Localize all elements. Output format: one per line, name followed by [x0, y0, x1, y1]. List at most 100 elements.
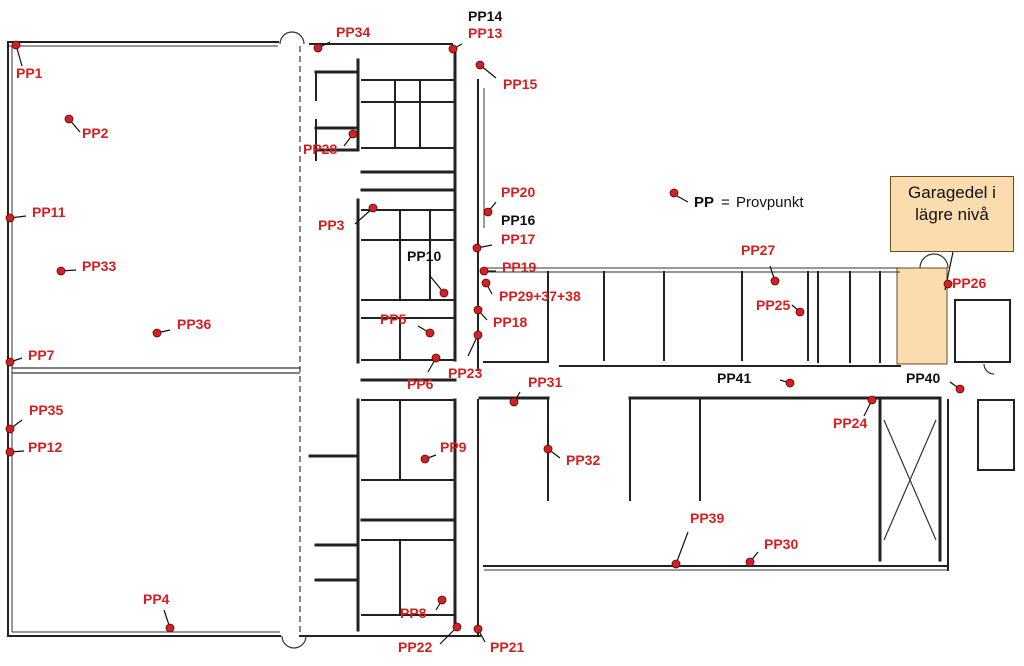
point-label-pp34: PP34: [336, 24, 370, 40]
point-label-pp26: PP26: [952, 275, 986, 291]
sample-point-pp18: PP18: [473, 305, 527, 330]
sample-point-pp1: PP1: [11, 40, 43, 81]
point-label-pp32: PP32: [566, 452, 600, 468]
point-marker-pp20: [483, 207, 493, 217]
legend: PP = Provpunkt: [669, 188, 804, 211]
sample-point-pp24: PP24: [833, 395, 877, 431]
point-marker-pp36: [152, 328, 162, 338]
sample-point-pp6: PP6: [407, 353, 441, 392]
point-label-pp6: PP6: [407, 376, 434, 392]
point-label-pp33: PP33: [82, 258, 116, 274]
point-marker-pp31: [509, 397, 519, 407]
point-label-pp40: PP40: [906, 370, 940, 386]
point-label-pp12: PP12: [28, 439, 62, 455]
point-label-pp9: PP9: [440, 439, 467, 455]
sample-point-pp16: PP16: [501, 212, 535, 228]
point-label-pp1: PP1: [16, 65, 43, 81]
sample-point-pp12: PP12: [5, 439, 62, 457]
point-marker-pp1: [11, 40, 21, 50]
sample-point-pp15: PP15: [475, 60, 537, 92]
point-marker-pp23: [473, 330, 483, 340]
legend-abbr: PP: [694, 194, 714, 211]
point-label-pp2: PP2: [82, 125, 109, 141]
point-label-pp5: PP5: [380, 311, 407, 327]
sample-point-pp27: PP27: [741, 242, 780, 286]
point-marker-pp22: [452, 622, 462, 632]
point-marker-pp34: [313, 43, 323, 53]
sample-point-pp11: PP11: [5, 204, 66, 223]
point-marker-pp39: [671, 559, 681, 569]
point-label-pp30: PP30: [764, 536, 798, 552]
building-walls: [7, 31, 1015, 649]
point-label-pp29: PP29+37+38: [499, 288, 581, 304]
sample-point-pp40: PP40: [906, 370, 965, 394]
point-label-pp17: PP17: [501, 231, 535, 247]
sample-point-pp21: PP21: [473, 624, 524, 655]
point-marker-pp21: [473, 624, 483, 634]
point-marker-pp19: [479, 266, 489, 276]
sample-point-pp13: PP13: [448, 25, 502, 54]
sample-point-pp19: PP19: [479, 259, 536, 276]
point-label-pp13: PP13: [468, 25, 502, 41]
sample-point-pp41: PP41: [717, 370, 795, 388]
sample-point-pp30: PP30: [745, 536, 798, 567]
sample-point-pp7: PP7: [5, 347, 55, 367]
point-label-pp18: PP18: [493, 314, 527, 330]
point-marker-pp3: [368, 203, 378, 213]
point-marker-pp35: [5, 424, 15, 434]
sample-point-pp17: PP17: [472, 231, 535, 253]
point-marker-pp24: [867, 395, 877, 405]
sample-point-pp5: PP5: [380, 311, 435, 338]
sample-point-pp9: PP9: [420, 439, 467, 464]
sample-point-pp28: PP28: [303, 129, 358, 157]
sample-point-pp26: PP26: [943, 275, 986, 291]
point-marker-pp26: [943, 279, 953, 289]
sample-point-pp3: PP3: [318, 203, 378, 233]
point-label-pp25: PP25: [756, 297, 790, 313]
sample-point-pp39: PP39: [671, 510, 724, 569]
point-label-pp41: PP41: [717, 370, 751, 386]
point-marker-pp6: [431, 353, 441, 363]
sample-point-pp8: PP8: [400, 595, 447, 621]
point-label-pp28: PP28: [303, 141, 337, 157]
point-label-pp35: PP35: [29, 402, 63, 418]
point-marker-pp10: [439, 288, 449, 298]
point-label-pp36: PP36: [177, 316, 211, 332]
point-marker-pp29: [481, 278, 491, 288]
sample-point-pp31: PP31: [509, 374, 562, 407]
garage-callout-line2: lägre nivå: [915, 205, 989, 224]
point-label-pp3: PP3: [318, 217, 345, 233]
point-marker-pp11: [5, 213, 15, 223]
garage-area: [896, 267, 948, 365]
point-marker-pp33: [56, 266, 66, 276]
sample-point-pp36: PP36: [152, 316, 211, 338]
point-marker-pp32: [543, 444, 553, 454]
point-marker-pp27: [770, 276, 780, 286]
point-marker-pp15: [475, 60, 485, 70]
point-marker-pp13: [448, 44, 458, 54]
sample-point-pp32: PP32: [543, 444, 600, 468]
sample-point-pp14: PP14: [468, 8, 502, 24]
point-marker-pp25: [795, 307, 805, 317]
point-marker-pp17: [472, 243, 482, 253]
point-marker-pp41: [785, 378, 795, 388]
sample-point-pp22: PP22: [398, 622, 462, 655]
point-marker-pp9: [420, 454, 430, 464]
point-label-pp14: PP14: [468, 8, 502, 24]
point-label-pp39: PP39: [690, 510, 724, 526]
sample-point-pp25: PP25: [756, 297, 805, 317]
point-marker-pp30: [745, 557, 755, 567]
point-marker-pp18: [473, 305, 483, 315]
point-marker-pp28: [348, 129, 358, 139]
point-label-pp31: PP31: [528, 374, 562, 390]
point-label-pp21: PP21: [490, 639, 524, 655]
point-label-pp24: PP24: [833, 415, 867, 431]
garage-callout-line1: Garagedel i: [908, 183, 996, 202]
legend-marker-dot: [669, 188, 679, 198]
point-label-pp23: PP23: [448, 365, 482, 381]
leader-line-pp39: [675, 531, 689, 565]
point-marker-pp12: [5, 447, 15, 457]
point-label-pp11: PP11: [32, 204, 66, 220]
sample-point-pp34: PP34: [313, 24, 370, 53]
sample-point-pp23: PP23: [448, 330, 483, 381]
